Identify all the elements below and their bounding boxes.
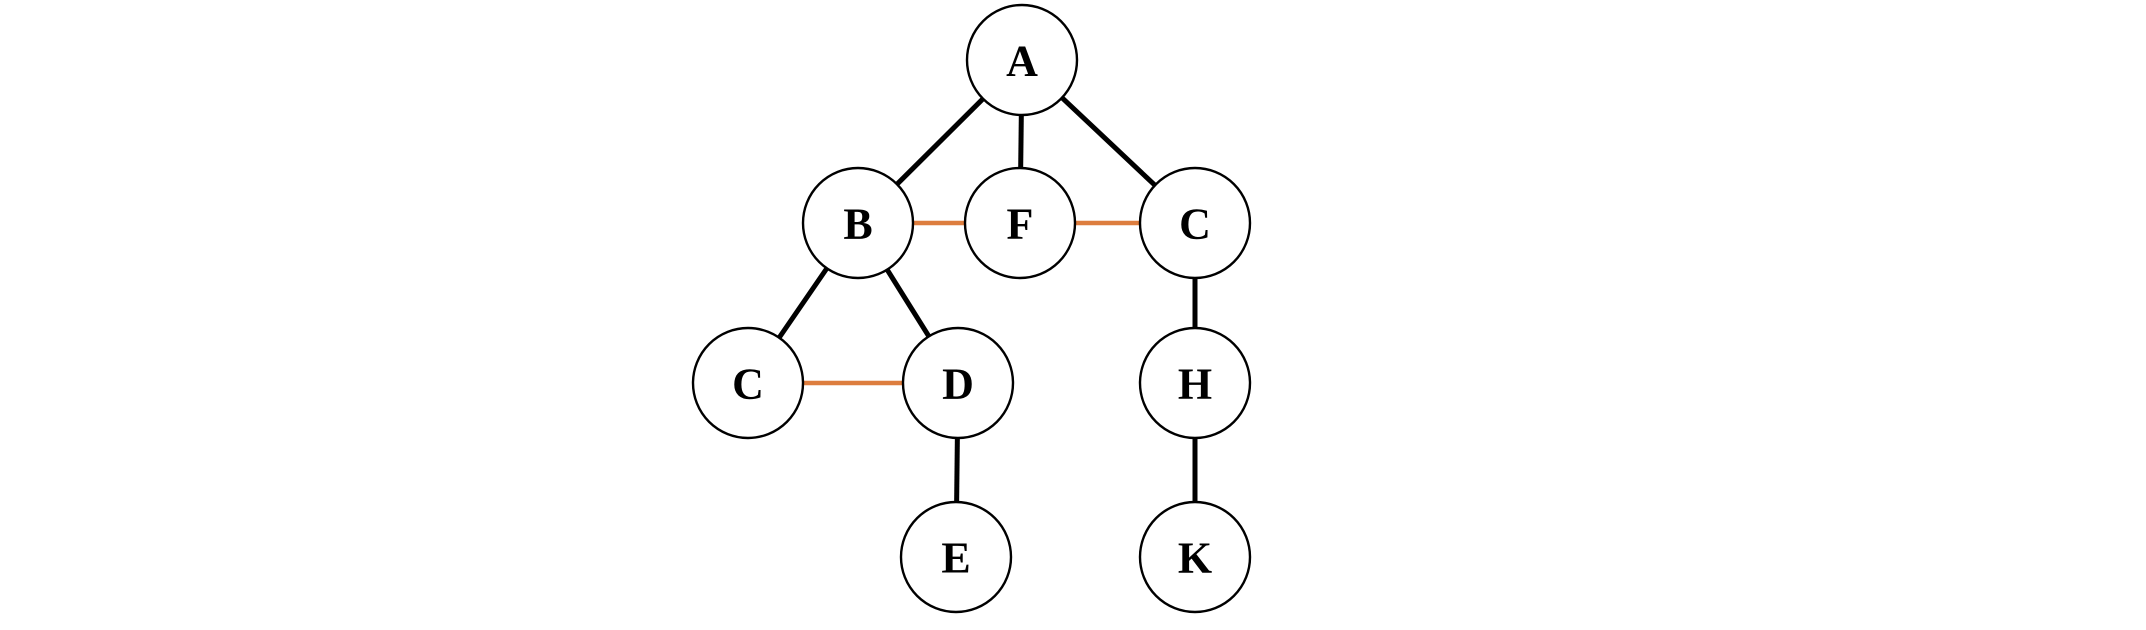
graph-node-a[interactable]: A [965,3,1079,117]
graph-node-b[interactable]: B [801,166,915,280]
node-circle-e[interactable] [899,500,1013,614]
node-circle-d[interactable] [901,326,1015,440]
graph-node-h[interactable]: H [1138,326,1252,440]
node-label-c2: C [1179,200,1211,249]
node-label-k: K [1178,534,1212,583]
graph-edge-a-b [894,96,986,187]
node-label-f: F [1007,200,1034,249]
graph-node-f[interactable]: F [963,166,1077,280]
graph-node-c1[interactable]: C [691,326,805,440]
graph-node-c2[interactable]: C [1138,166,1252,280]
node-circle-f[interactable] [963,166,1077,280]
node-label-d: D [942,360,974,409]
graph-edge-d-e [954,436,960,504]
node-circle-h[interactable] [1138,326,1252,440]
node-label-c1: C [732,360,764,409]
graph-node-k[interactable]: K [1138,500,1252,614]
node-label-e: E [941,534,970,583]
node-label-h: H [1178,360,1212,409]
graph-edge-a-f [1018,113,1024,170]
node-circle-c1[interactable] [691,326,805,440]
node-circle-k[interactable] [1138,500,1252,614]
edge-layer [776,95,1198,504]
node-label-a: A [1006,37,1038,86]
graph-edge-a-c2 [1059,95,1158,188]
graph-edge-b-d [884,267,932,339]
graph-edge-b-c1 [776,266,830,340]
node-circle-c2[interactable] [1138,166,1252,280]
graph-node-e[interactable]: E [899,500,1013,614]
graph-node-d[interactable]: D [901,326,1015,440]
node-circle-b[interactable] [801,166,915,280]
node-circle-a[interactable] [965,3,1079,117]
node-label-b: B [843,200,872,249]
node-layer: A B F C C D H E K [691,3,1252,614]
